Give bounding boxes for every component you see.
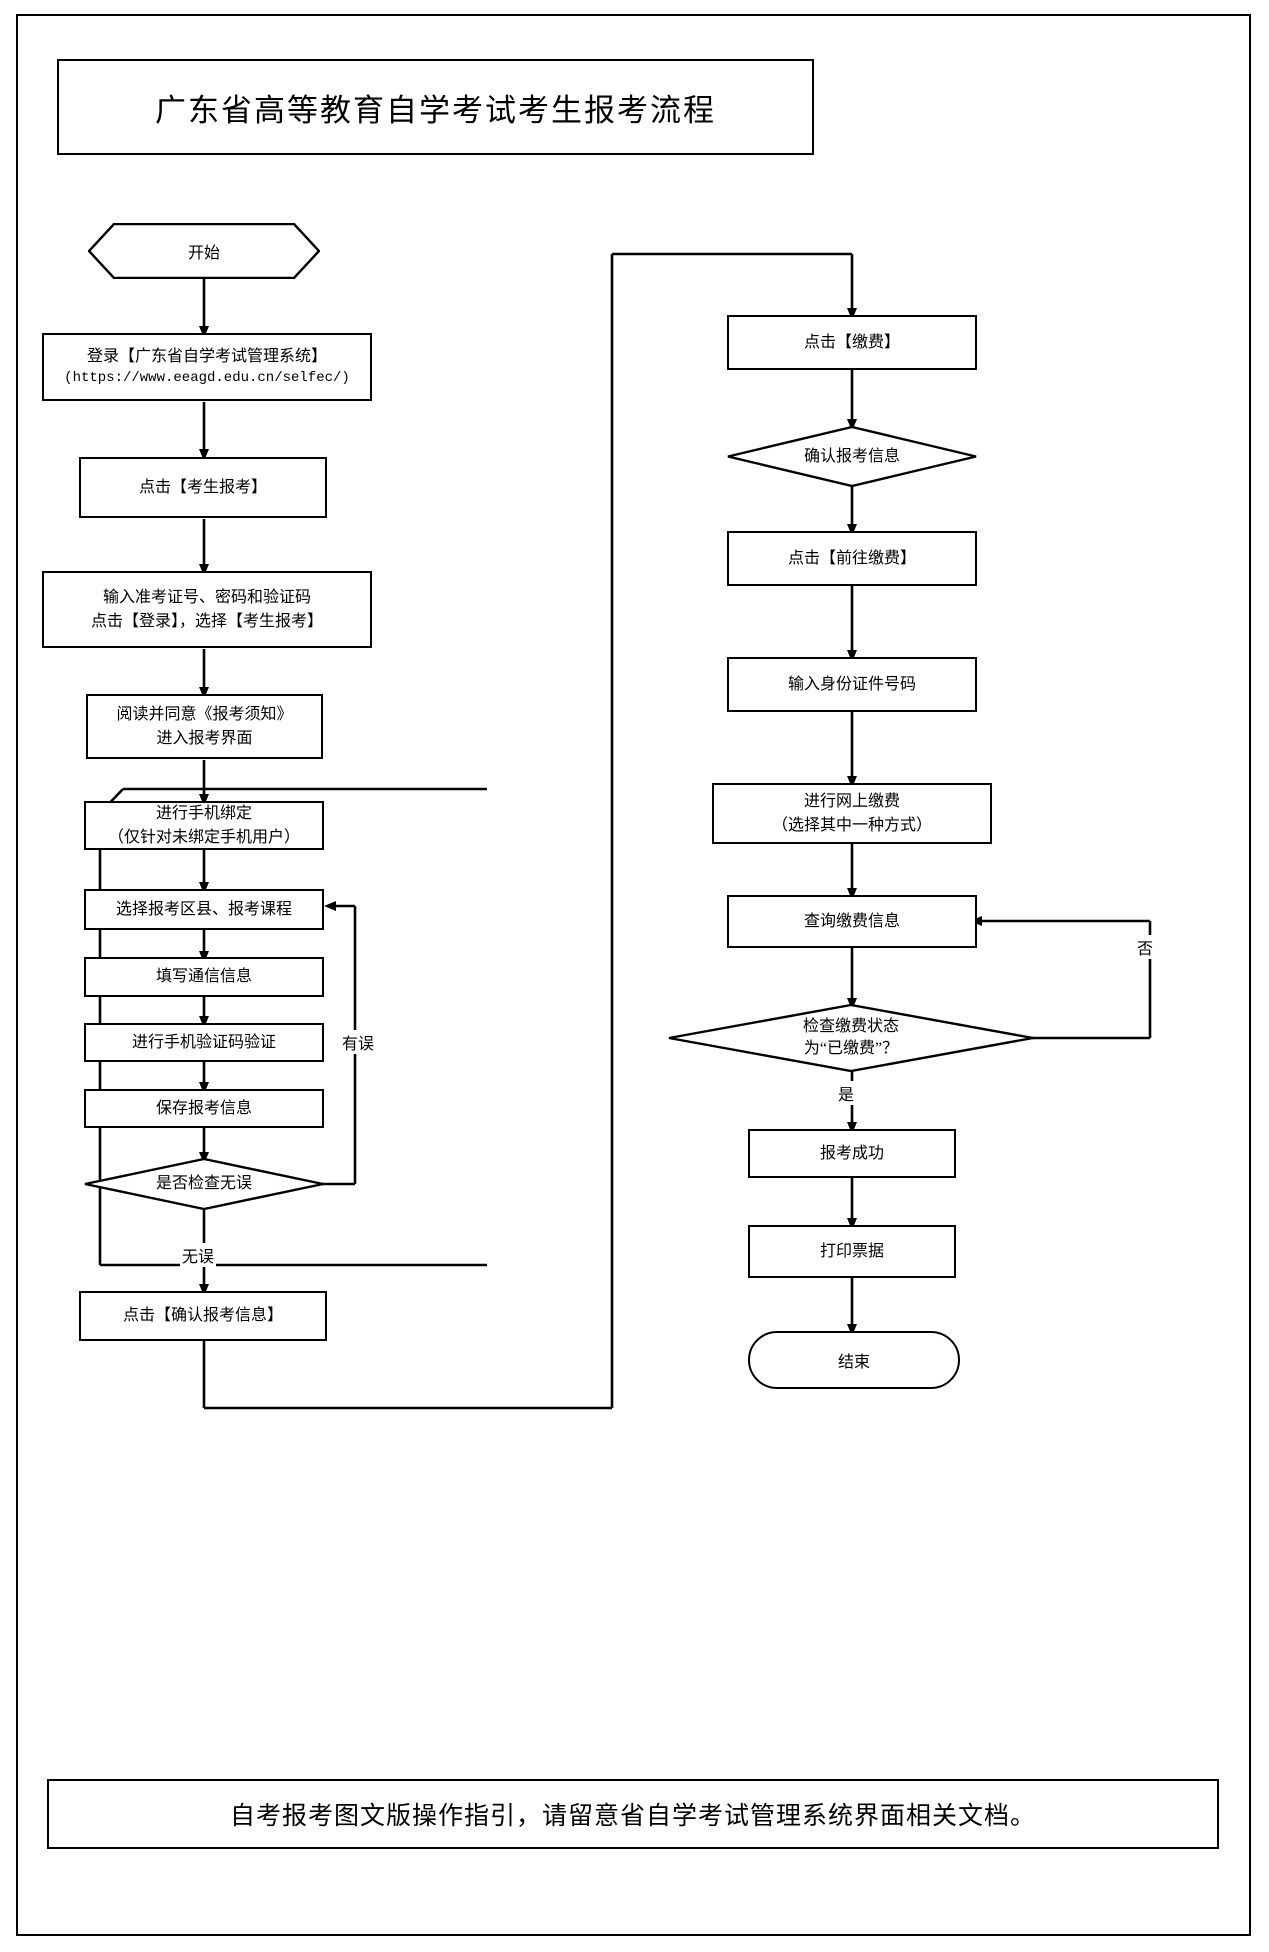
node-read-notice-line2: 进入报考界面	[156, 729, 253, 747]
node-goto-pay-label: 点击【前往缴费】	[787, 549, 916, 567]
node-select-course: 选择报考区县、报考课程	[84, 889, 324, 930]
node-verify-sms-label: 进行手机验证码验证	[131, 1033, 276, 1051]
node-online-pay-line1: 进行网上缴费	[803, 793, 900, 811]
node-read-notice-line1: 阅读并同意《报考须知》	[116, 706, 293, 724]
node-read-notice: 阅读并同意《报考须知》 进入报考界面	[86, 694, 323, 759]
node-enter-credentials-line1: 输入准考证号、密码和验证码	[102, 589, 311, 607]
node-fill-contact: 填写通信信息	[84, 957, 324, 997]
node-success-label: 报考成功	[819, 1144, 884, 1162]
node-confirm-registration-label: 确认报考信息	[803, 447, 900, 465]
node-check-ok: 是否检查无误	[84, 1158, 324, 1210]
page-title: 广东省高等教育自学考试考生报考流程	[57, 59, 814, 155]
node-click-pay-label: 点击【缴费】	[803, 333, 900, 351]
node-start: 开始	[88, 223, 320, 279]
node-confirm-info-label: 点击【确认报考信息】	[122, 1307, 283, 1325]
node-enter-credentials: 输入准考证号、密码和验证码 点击【登录】，选择【考生报考】	[42, 571, 372, 648]
node-enter-credentials-line2: 点击【登录】，选择【考生报考】	[90, 612, 323, 630]
footer-note-text: 自考报考图文版操作指引，请留意省自学考试管理系统界面相关文档。	[229, 1803, 1036, 1830]
node-online-pay-line2: （选择其中一种方式）	[771, 816, 932, 834]
node-print: 打印票据	[748, 1225, 956, 1278]
node-enter-id-label: 输入身份证件号码	[787, 675, 916, 693]
edge-label-no: 否	[1135, 935, 1156, 959]
footer-note: 自考报考图文版操作指引，请留意省自学考试管理系统界面相关文档。	[47, 1779, 1219, 1849]
node-click-exam-registration-label: 点击【考生报考】	[138, 478, 267, 496]
node-select-course-label: 选择报考区县、报考课程	[115, 900, 292, 918]
node-bind-phone: 进行手机绑定 （仅针对未绑定手机用户）	[84, 801, 324, 850]
node-login: 登录【广东省自学考试管理系统】 (https://www.eeagd.edu.c…	[42, 333, 372, 401]
node-save-info: 保存报考信息	[84, 1089, 324, 1128]
node-enter-id: 输入身份证件号码	[727, 657, 977, 712]
node-login-url: (https://www.eeagd.edu.cn/selfec/)	[64, 370, 350, 387]
node-confirm-registration: 确认报考信息	[727, 426, 977, 487]
node-online-pay: 进行网上缴费 （选择其中一种方式）	[712, 783, 992, 844]
node-check-paid-line2: 为“已缴费”？	[803, 1040, 899, 1057]
edge-label-has-error: 有误	[340, 1030, 377, 1054]
node-print-label: 打印票据	[819, 1242, 884, 1260]
node-bind-phone-line1: 进行手机绑定	[155, 805, 252, 823]
page-title-text: 广东省高等教育自学考试考生报考流程	[155, 92, 716, 128]
edge-label-no-error: 无误	[180, 1243, 217, 1267]
node-bind-phone-line2: （仅针对未绑定手机用户）	[107, 828, 300, 846]
node-click-pay: 点击【缴费】	[727, 315, 977, 370]
node-check-paid-line1: 检查缴费状态	[802, 1018, 899, 1036]
node-save-info-label: 保存报考信息	[155, 1099, 252, 1117]
node-fill-contact-label: 填写通信信息	[155, 968, 252, 986]
node-query-pay-label: 查询缴费信息	[803, 912, 900, 930]
node-check-paid: 检查缴费状态 为“已缴费”？	[668, 1004, 1034, 1072]
node-click-exam-registration: 点击【考生报考】	[79, 457, 327, 518]
node-login-label: 登录【广东省自学考试管理系统】	[86, 348, 327, 366]
node-end: 结束	[748, 1331, 960, 1389]
node-goto-pay: 点击【前往缴费】	[727, 531, 977, 586]
node-verify-sms: 进行手机验证码验证	[84, 1023, 324, 1062]
edge-label-yes: 是	[836, 1081, 857, 1105]
node-end-label: 结束	[837, 1354, 870, 1371]
page-border	[16, 14, 1251, 1936]
node-check-ok-label: 是否检查无误	[155, 1175, 252, 1193]
node-query-pay: 查询缴费信息	[727, 895, 977, 948]
node-success: 报考成功	[748, 1129, 956, 1178]
node-confirm-info: 点击【确认报考信息】	[79, 1291, 327, 1341]
node-start-label: 开始	[187, 245, 220, 262]
